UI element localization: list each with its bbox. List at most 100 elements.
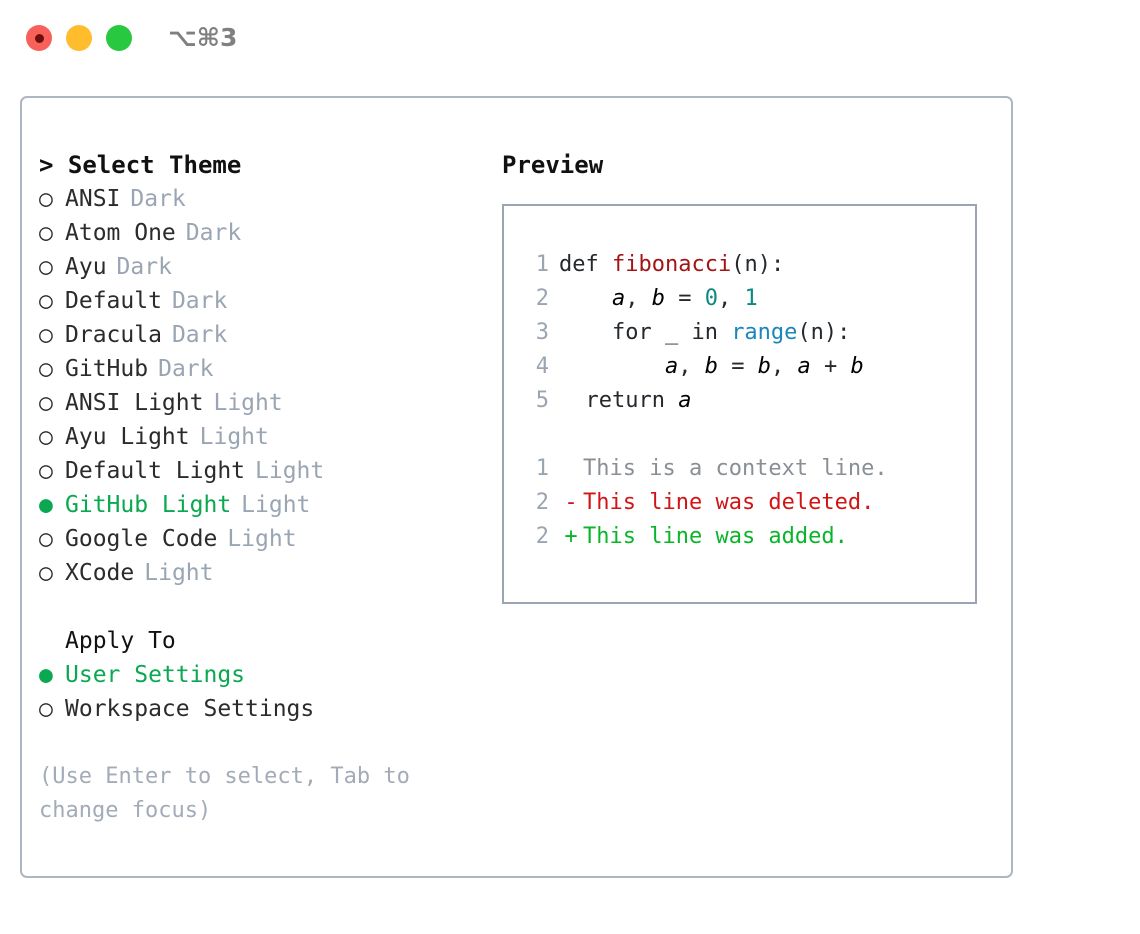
radio-unselected-icon: ○ [39, 186, 53, 212]
code-token-plain [559, 354, 665, 379]
code-token-builtin: range [731, 320, 798, 345]
code-token-plain: return [559, 388, 679, 413]
code-token-plain: , [770, 354, 798, 379]
diff-line-del: 2-This line was deleted. [521, 486, 969, 520]
code-token-plain: = [664, 286, 705, 311]
code-token-var: a [797, 354, 811, 379]
theme-option-label: Atom One [65, 220, 176, 246]
keyboard-shortcut-label: ⌥⌘3 [168, 23, 238, 52]
theme-option-label: Ayu [65, 254, 107, 280]
keyboard-hint-text: (Use Enter to select, Tab to change focu… [39, 764, 410, 823]
diff-marker: - [564, 490, 578, 515]
code-line: 2 a, b = 0, 1 [521, 282, 969, 316]
theme-option-default-light[interactable]: ○ Default Light Light [39, 454, 489, 488]
code-diff-separator [521, 418, 969, 452]
diff-marker: + [564, 524, 578, 549]
diff-line-add: 2 +This line was added. [521, 520, 969, 554]
theme-option-category: Light [255, 458, 325, 484]
code-token-fn: fibonacci [611, 252, 732, 277]
diff-line-number: 2 [535, 524, 549, 549]
code-token-plain [559, 286, 612, 311]
diff-line-text: This line was deleted. [583, 490, 875, 515]
diff-marker [559, 452, 583, 486]
theme-option-category: Light [144, 560, 214, 586]
apply-to-header: Apply To [65, 628, 176, 654]
code-token-var: a [611, 286, 626, 311]
theme-option-category: Light [199, 424, 269, 450]
code-line: 4 a, b = b, a + b [521, 350, 969, 384]
code-line-text: return a [559, 384, 691, 418]
code-token-var: b [651, 286, 665, 311]
code-token-num: 0 [704, 286, 718, 311]
code-line-number: 5 [535, 388, 549, 413]
diff-line-number: 2 [535, 490, 549, 515]
theme-option-label: Ayu Light [65, 424, 190, 450]
theme-option-label: Google Code [65, 526, 218, 552]
theme-option-label: Default Light [65, 458, 246, 484]
title-bar: ⌥⌘3 [0, 0, 1140, 78]
radio-unselected-icon: ○ [39, 254, 53, 280]
code-line: 5 return a [521, 384, 969, 418]
radio-unselected-icon: ○ [39, 696, 53, 722]
preview-title: Preview [502, 151, 604, 179]
theme-option-label: Default [65, 288, 162, 314]
theme-option-category: Dark [116, 254, 172, 280]
code-token-plain: (n): [797, 320, 851, 345]
theme-option-category: Light [241, 492, 311, 518]
apply-to-option-label: Workspace Settings [65, 696, 315, 722]
radio-unselected-icon: ○ [39, 220, 53, 246]
code-token-plain: + [810, 354, 851, 379]
apply-to-option-user-settings[interactable]: ● User Settings [39, 658, 489, 692]
minimize-button[interactable] [66, 25, 92, 51]
recording-indicator-icon [34, 33, 44, 43]
diff-line-text: This line was added. [583, 524, 848, 549]
diff-line-context: 1 This is a context line. [521, 452, 969, 486]
code-token-plain: , [717, 286, 745, 311]
radio-unselected-icon: ○ [39, 458, 53, 484]
theme-option-category: Dark [171, 322, 228, 348]
close-button[interactable] [26, 25, 52, 51]
code-token-plain: for _ in [559, 320, 732, 345]
diff-line-text: This is a context line. [583, 456, 888, 481]
theme-option-default[interactable]: ○ Default Dark [39, 284, 489, 318]
select-theme-header: > Select Theme [39, 151, 242, 179]
theme-option-label: XCode [65, 560, 135, 586]
apply-to-option-workspace-settings[interactable]: ○ Workspace Settings [39, 692, 489, 726]
maximize-button[interactable] [106, 25, 132, 51]
code-line-number: 2 [535, 286, 549, 311]
code-line-text: a, b = b, a + b [559, 350, 864, 384]
radio-unselected-icon: ○ [39, 356, 53, 382]
diff-line-number: 1 [535, 456, 549, 481]
theme-option-category: Dark [130, 186, 186, 212]
radio-unselected-icon: ○ [39, 390, 53, 416]
code-line-number: 4 [535, 354, 549, 379]
radio-unselected-icon: ○ [39, 288, 53, 314]
theme-option-ayu[interactable]: ○ Ayu Dark [39, 250, 489, 284]
code-token-plain: , [625, 286, 652, 311]
radio-selected-icon: ● [39, 662, 53, 688]
apply-to-option-label: User Settings [65, 662, 246, 688]
apply-to-option-list: ● User Settings ○ Workspace Settings [39, 658, 489, 726]
code-token-var: a [664, 354, 679, 379]
code-line: 3 for _ in range(n): [521, 316, 969, 350]
theme-option-category: Dark [171, 288, 228, 314]
theme-option-label: GitHub Light [65, 492, 232, 518]
theme-option-label: ANSI Light [65, 390, 204, 416]
theme-option-category: Dark [158, 356, 214, 382]
